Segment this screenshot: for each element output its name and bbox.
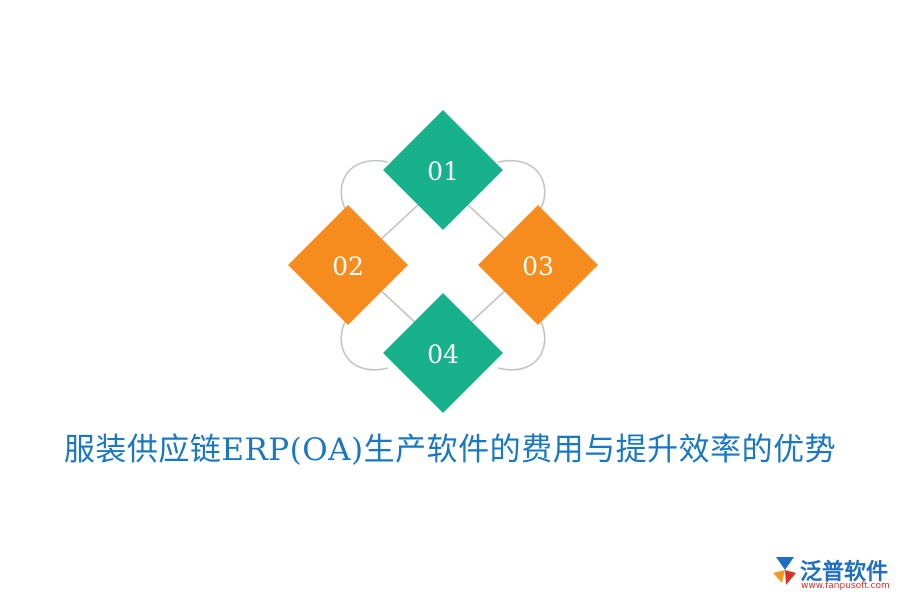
node-01: 01 <box>383 110 503 230</box>
node-03-label: 03 <box>522 252 554 281</box>
node-02: 02 <box>288 205 408 325</box>
brand-name: 泛普软件 <box>800 560 889 585</box>
node-04: 04 <box>383 293 503 413</box>
connector-inner <box>377 204 509 326</box>
node-03: 03 <box>478 205 598 325</box>
page-title: 服装供应链ERP(OA)生产软件的费用与提升效率的优势 <box>63 432 837 468</box>
node-03-shape <box>478 205 598 325</box>
brand-logo-icon <box>773 557 796 585</box>
node-02-shape <box>288 205 408 325</box>
node-02-label: 02 <box>332 252 364 281</box>
node-04-shape <box>383 293 503 413</box>
node-01-shape <box>383 110 503 230</box>
brand-url: www.fanpusoft.com <box>801 581 890 591</box>
node-04-label: 04 <box>427 340 459 369</box>
brand-logo: 泛普软件 www.fanpusoft.com <box>770 553 895 595</box>
node-01-label: 01 <box>427 157 459 186</box>
